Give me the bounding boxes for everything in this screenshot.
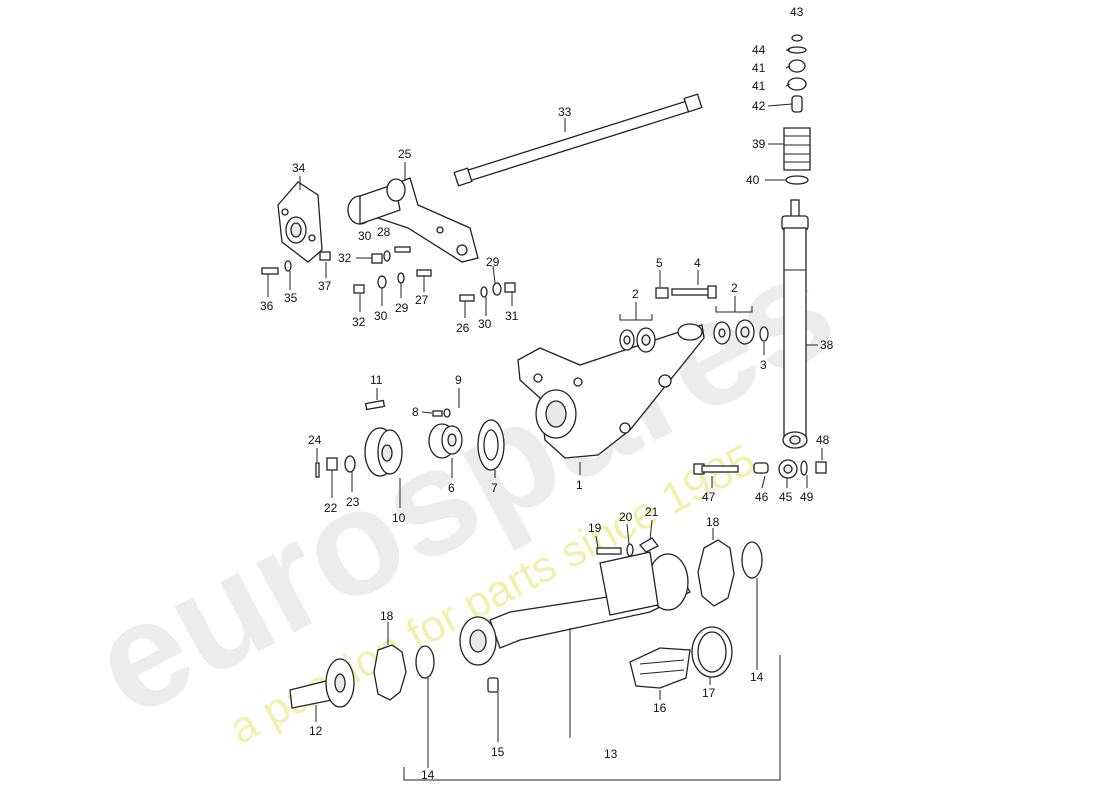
label-33: 33 xyxy=(558,105,572,119)
part-25-trailing-bracket xyxy=(347,177,479,263)
label-39: 39 xyxy=(752,137,766,151)
label-16: 16 xyxy=(653,701,667,715)
label-45: 45 xyxy=(779,490,793,504)
label-46: 46 xyxy=(755,490,769,504)
label-2a: 2 xyxy=(632,287,639,301)
label-18a: 18 xyxy=(706,515,720,529)
label-19: 19 xyxy=(588,521,602,535)
label-38: 38 xyxy=(820,338,834,352)
label-13: 13 xyxy=(604,747,618,761)
label-43: 43 xyxy=(790,5,804,19)
label-26: 26 xyxy=(456,321,470,335)
label-1: 1 xyxy=(576,478,583,492)
label-41b: 41 xyxy=(752,79,766,93)
label-36: 36 xyxy=(260,299,274,313)
label-14a: 14 xyxy=(750,670,764,684)
label-3: 3 xyxy=(760,358,767,372)
label-15: 15 xyxy=(491,745,505,759)
part-34-bracket xyxy=(277,181,323,263)
hub-assembly xyxy=(315,399,505,478)
label-14b: 14 xyxy=(421,768,435,782)
label-9: 9 xyxy=(455,373,462,387)
part-1-trailing-arm xyxy=(517,323,705,459)
part-labels: 33 25 34 43 44 41 41 42 39 40 38 2 2 5 4… xyxy=(260,5,834,782)
gaskets-circlips-boot xyxy=(373,539,763,701)
label-23: 23 xyxy=(346,495,360,509)
label-28: 28 xyxy=(377,225,391,239)
part-33-torsion-bar xyxy=(453,93,703,187)
label-18b: 18 xyxy=(380,609,394,623)
bracket-hardware xyxy=(261,246,516,302)
label-41a: 41 xyxy=(752,61,766,75)
label-17: 17 xyxy=(702,686,716,700)
label-21: 21 xyxy=(645,505,659,519)
label-22: 22 xyxy=(324,501,338,515)
label-5: 5 xyxy=(656,256,663,270)
label-4: 4 xyxy=(694,256,701,270)
label-24: 24 xyxy=(308,433,322,447)
shock-bottom-hardware xyxy=(693,459,827,479)
label-35: 35 xyxy=(284,291,298,305)
label-49: 49 xyxy=(800,490,814,504)
label-27: 27 xyxy=(415,293,429,307)
part-38-shock-absorber xyxy=(781,199,809,449)
part-2-bushings-left xyxy=(619,327,656,353)
label-42: 42 xyxy=(752,99,766,113)
label-6: 6 xyxy=(448,481,455,495)
label-32b: 32 xyxy=(352,315,366,329)
label-12: 12 xyxy=(309,724,323,738)
label-30a: 30 xyxy=(358,229,372,243)
leader-lines xyxy=(267,49,823,781)
label-48: 48 xyxy=(816,433,830,447)
label-30c: 30 xyxy=(478,317,492,331)
label-30b: 30 xyxy=(374,309,388,323)
label-40: 40 xyxy=(746,173,760,187)
label-29b: 29 xyxy=(486,255,500,269)
part-2-bushings-right xyxy=(713,319,769,345)
label-32a: 32 xyxy=(338,251,352,265)
label-10: 10 xyxy=(392,511,406,525)
part-13-drive-shaft xyxy=(459,537,691,666)
label-20: 20 xyxy=(619,510,633,524)
shock-top-hardware xyxy=(783,34,811,185)
label-11: 11 xyxy=(370,373,383,387)
part-12-flange xyxy=(289,658,355,709)
label-44: 44 xyxy=(752,43,766,57)
label-47: 47 xyxy=(702,490,716,504)
label-2b: 2 xyxy=(731,281,738,295)
label-25: 25 xyxy=(398,147,412,161)
label-37: 37 xyxy=(318,279,332,293)
label-34: 34 xyxy=(292,161,306,175)
label-7: 7 xyxy=(491,481,498,495)
label-29a: 29 xyxy=(395,301,409,315)
label-8: 8 xyxy=(412,405,419,419)
label-31: 31 xyxy=(505,309,519,323)
part-4-5-bolt-nut xyxy=(655,285,717,299)
